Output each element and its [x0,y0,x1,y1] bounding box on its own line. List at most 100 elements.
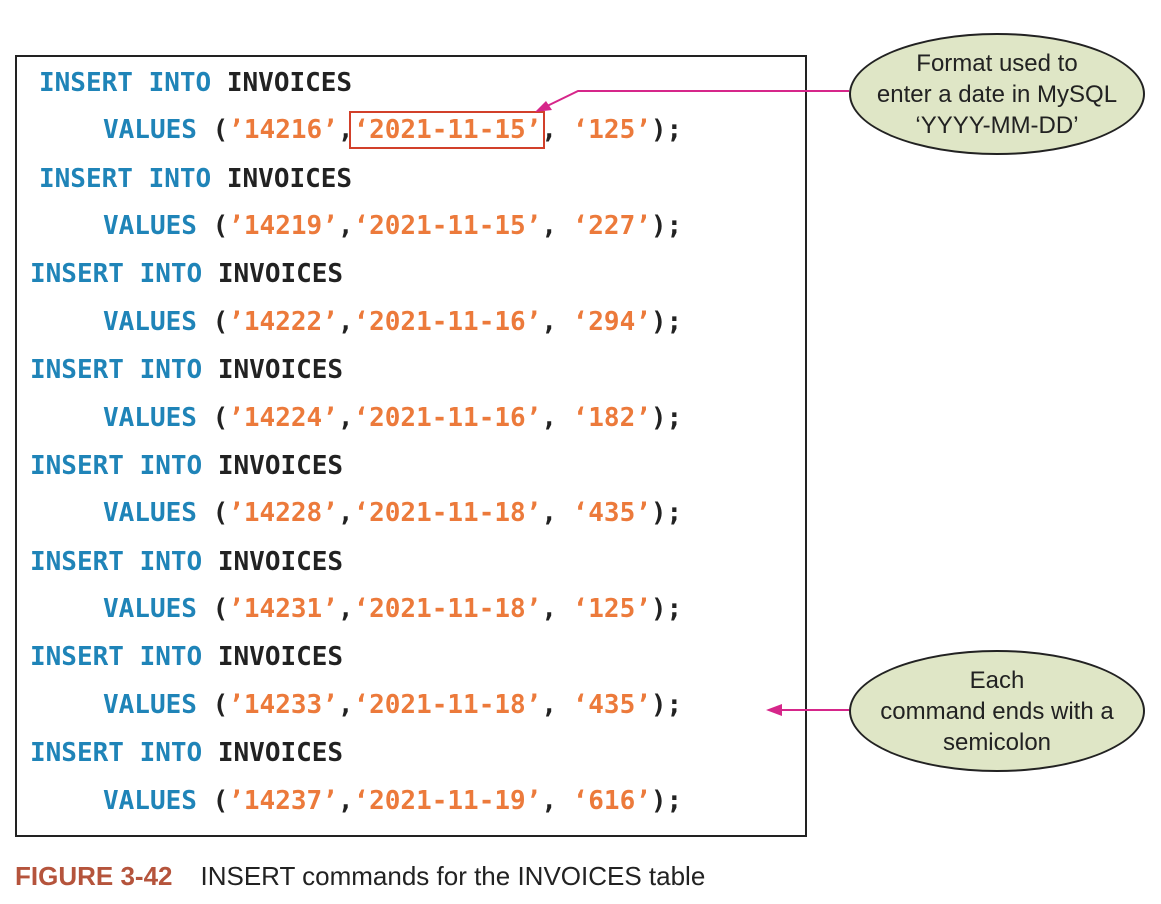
callout-line: Format used to [916,49,1078,77]
values-line: VALUES (’14237’,‘2021-11-19’, ‘616’); [103,786,682,816]
into-keyword: INTO [148,68,212,98]
open-paren: ( [196,211,229,241]
insert-line: INSERT INTO INVOICES [30,259,343,289]
values-line: VALUES (’14224’,‘2021-11-16’, ‘182’); [103,403,682,433]
close-paren-semicolon: ); [650,594,683,624]
values-line: VALUES (’14219’,‘2021-11-15’, ‘227’); [103,211,682,241]
values-line: VALUES (’14228’,‘2021-11-18’, ‘435’); [103,498,682,528]
comma: , [337,115,354,145]
comma: , [541,211,573,241]
close-paren-semicolon: ); [650,690,683,720]
invoice-number-value: ’14237’ [228,786,338,816]
code-listing [15,55,807,837]
customer-number-value: ‘616’ [572,786,651,816]
values-keyword: VALUES [103,786,197,816]
semicolon-callout: Each command ends with a semicolon [849,650,1145,772]
open-paren: ( [196,786,229,816]
invoice-date-value: ‘2021-11-16’ [353,403,542,433]
customer-number-value: ‘182’ [572,403,651,433]
insert-line: INSERT INTO INVOICES [30,451,343,481]
close-paren-semicolon: ); [650,115,683,145]
comma: , [337,594,354,624]
comma: , [337,403,354,433]
invoice-date-value: ‘2021-11-18’ [353,690,542,720]
invoice-date-value: ‘2021-11-18’ [353,594,542,624]
table-name: INVOICES [226,164,353,194]
insert-keyword: INSERT [39,68,133,98]
table-name: INVOICES [217,642,344,672]
customer-number-value: ‘125’ [572,594,651,624]
invoice-date-value: ‘2021-11-18’ [353,498,542,528]
comma: , [337,498,354,528]
insert-keyword: INSERT [30,355,124,385]
invoice-number-value: ’14231’ [228,594,338,624]
into-keyword: INTO [148,164,212,194]
values-line: VALUES (’14216’,‘2021-11-15’, ‘125’); [103,111,683,149]
close-paren-semicolon: ); [650,498,683,528]
into-keyword: INTO [139,355,203,385]
customer-number-value: ‘435’ [572,690,651,720]
values-line: VALUES (’14233’,‘2021-11-18’, ‘435’); [103,690,682,720]
invoice-number-value: ’14228’ [228,498,338,528]
insert-line: INSERT INTO INVOICES [39,68,352,98]
customer-number-value: ‘125’ [572,115,651,145]
comma: , [541,594,573,624]
invoice-number-value: ’14219’ [228,211,338,241]
values-keyword: VALUES [103,594,197,624]
invoice-date-value: ‘2021-11-15’ [353,211,542,241]
invoice-number-value: ’14222’ [228,307,338,337]
invoice-number-value: ’14233’ [228,690,338,720]
comma: , [337,307,354,337]
customer-number-value: ‘227’ [572,211,651,241]
insert-line: INSERT INTO INVOICES [39,164,352,194]
callout-line: semicolon [942,728,1052,756]
comma: , [541,786,573,816]
customer-number-value: ‘294’ [572,307,651,337]
figure-number: FIGURE 3-42 [15,861,173,891]
insert-line: INSERT INTO INVOICES [30,642,343,672]
table-name: INVOICES [217,451,344,481]
into-keyword: INTO [139,642,203,672]
comma: , [541,115,573,145]
table-name: INVOICES [217,547,344,577]
values-keyword: VALUES [103,115,197,145]
close-paren-semicolon: ); [650,786,683,816]
callout-line: command ends with a [880,697,1114,725]
values-keyword: VALUES [103,211,197,241]
comma: , [541,690,573,720]
values-keyword: VALUES [103,307,197,337]
figure-caption-text: INSERT commands for the INVOICES table [200,861,706,891]
values-keyword: VALUES [103,690,197,720]
insert-keyword: INSERT [39,164,133,194]
table-name: INVOICES [226,68,353,98]
open-paren: ( [196,115,229,145]
close-paren-semicolon: ); [650,403,683,433]
into-keyword: INTO [139,547,203,577]
insert-keyword: INSERT [30,259,124,289]
invoice-number-value: ’14224’ [228,403,338,433]
table-name: INVOICES [217,259,344,289]
insert-keyword: INSERT [30,451,124,481]
values-line: VALUES (’14222’,‘2021-11-16’, ‘294’); [103,307,682,337]
comma: , [337,786,354,816]
comma: , [337,690,354,720]
open-paren: ( [196,594,229,624]
into-keyword: INTO [139,451,203,481]
close-paren-semicolon: ); [650,307,683,337]
insert-keyword: INSERT [30,547,124,577]
values-keyword: VALUES [103,403,197,433]
insert-keyword: INSERT [30,738,124,768]
date-format-callout: Format used to enter a date in MySQL ‘YY… [849,33,1145,155]
callout-line: ‘YYYY-MM-DD’ [915,111,1079,139]
invoice-date-value: ‘2021-11-19’ [353,786,542,816]
into-keyword: INTO [139,738,203,768]
invoice-date-value: ‘2021-11-16’ [353,307,542,337]
insert-line: INSERT INTO INVOICES [30,547,343,577]
close-paren-semicolon: ); [650,211,683,241]
comma: , [541,403,573,433]
invoice-number-value: ’14216’ [228,115,338,145]
comma: , [541,307,573,337]
comma: , [541,498,573,528]
highlighted-date-value: ‘2021-11-15’ [349,111,546,149]
insert-line: INSERT INTO INVOICES [30,738,343,768]
